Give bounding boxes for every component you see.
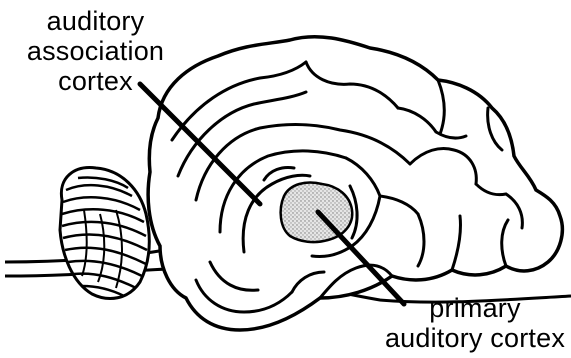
cerebrum-outline <box>148 37 562 330</box>
primary-label-line-2: auditory cortex <box>380 323 570 353</box>
primary-label-line-1: primary <box>380 293 570 323</box>
association-label-line-3: cortex <box>18 66 173 96</box>
cerebellum <box>60 168 149 299</box>
association-label-line-1: auditory <box>18 6 173 36</box>
association-label-line-2: association <box>18 36 173 66</box>
primary-auditory-cortex-label: primary auditory cortex <box>380 293 570 353</box>
auditory-association-cortex-label: auditory association cortex <box>18 6 173 96</box>
